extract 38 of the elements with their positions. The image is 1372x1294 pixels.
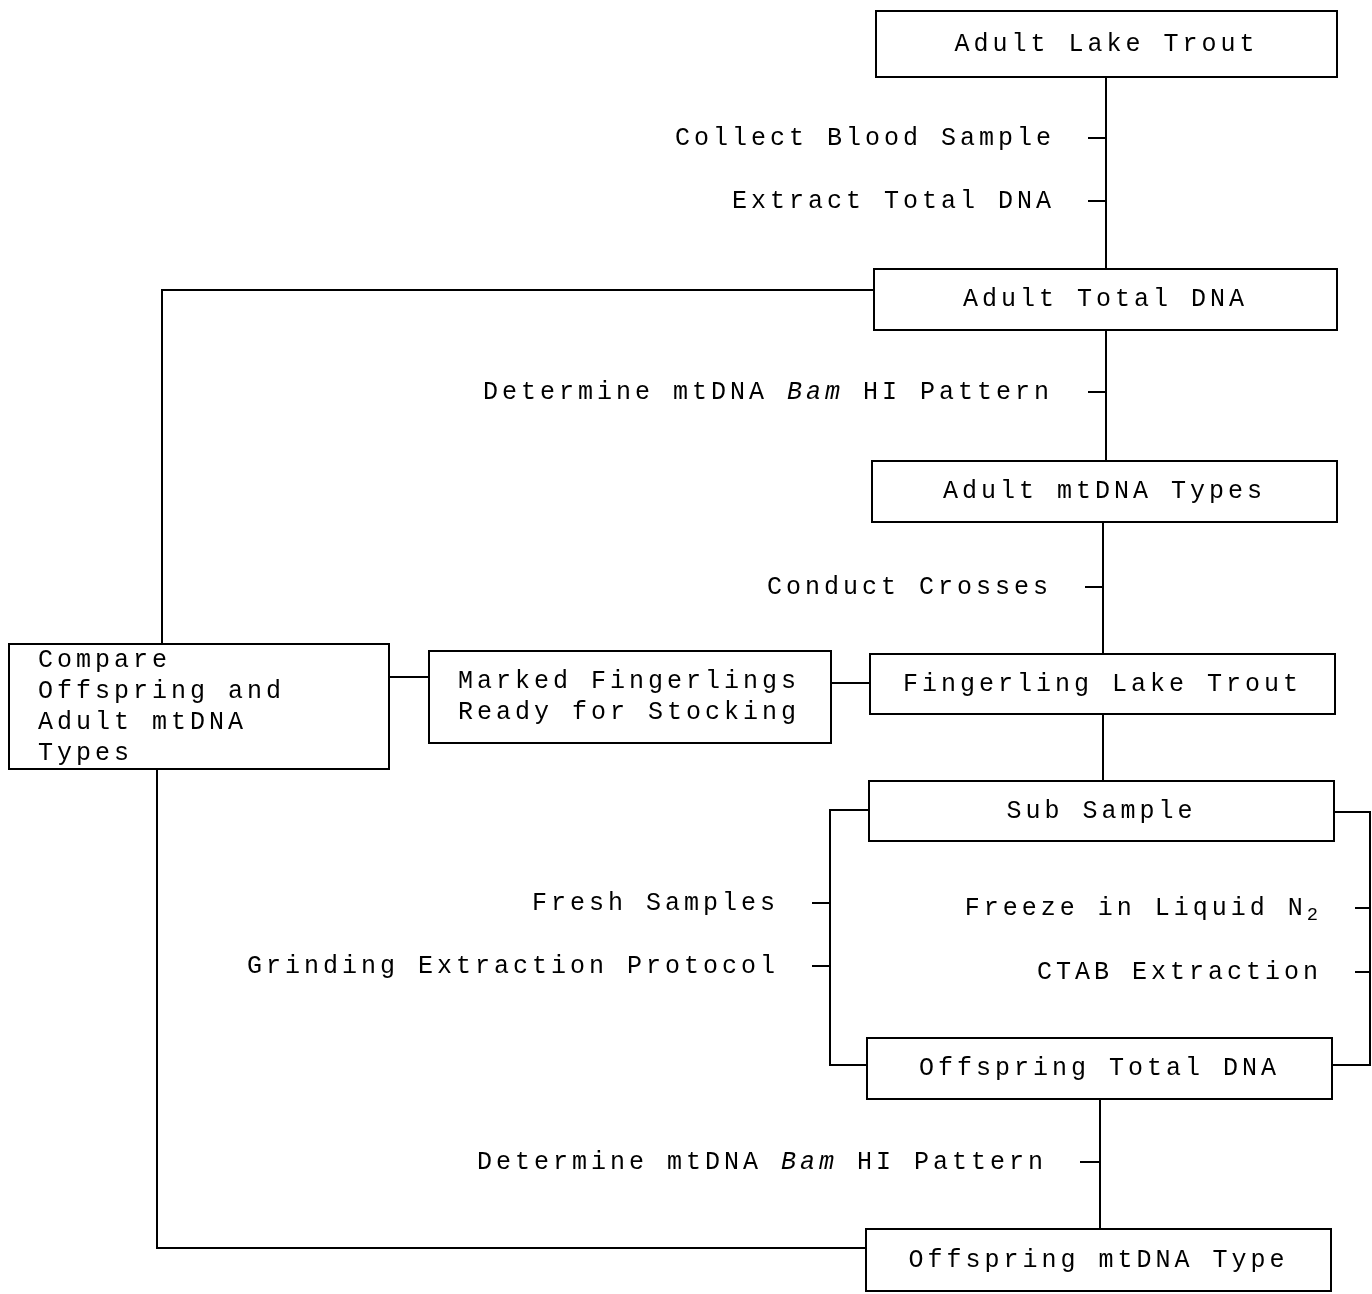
process-box [871, 460, 1338, 523]
process-box [868, 780, 1335, 842]
step-label: Grinding Extraction Protocol [246, 950, 779, 982]
box-label: Adult Lake Trout [954, 28, 1259, 60]
box-label: Adult mtDNA Types [942, 476, 1266, 507]
process-box [873, 268, 1338, 331]
process-box [428, 650, 832, 744]
step-label: Conduct Crosses [766, 571, 1052, 603]
box-label: Marked Fingerlings Ready for Stocking [458, 666, 802, 728]
connector-line [1332, 811, 1371, 1066]
step-label: Determine mtDNA Bam HI Pattern [476, 1146, 1047, 1178]
box-label: Adult Total DNA [962, 284, 1248, 315]
connector-line [1099, 1099, 1101, 1229]
process-box [8, 643, 390, 770]
process-box [865, 1228, 1332, 1292]
box-label: Fingerling Lake Trout [902, 668, 1303, 700]
connector-line [1105, 330, 1107, 461]
step-label: Collect Blood Sample [674, 122, 1055, 154]
box-label: Offspring Total DNA [918, 1053, 1280, 1084]
connector-line [161, 289, 874, 644]
process-box [866, 1037, 1333, 1100]
connector-line [1105, 77, 1107, 269]
process-box [875, 10, 1338, 78]
connector-line [156, 769, 866, 1249]
connector-line [1102, 714, 1104, 781]
process-box [869, 653, 1336, 715]
connector-line [389, 676, 429, 678]
step-label: Determine mtDNA Bam HI Pattern [482, 376, 1053, 408]
box-label: Offspring mtDNA Type [908, 1244, 1289, 1276]
step-label: Freeze in Liquid N$_{2}$ [964, 892, 1322, 924]
box-label: Compare Offspring and Adult mtDNA Types [38, 644, 287, 769]
step-label: Fresh Samples [531, 887, 779, 919]
step-label: Extract Total DNA [731, 185, 1055, 217]
connector-line [1102, 522, 1104, 654]
box-label: Sub Sample [1006, 795, 1197, 827]
connector-line [829, 809, 869, 1066]
step-label: CTAB Extraction [1036, 956, 1322, 988]
connector-line [831, 682, 870, 684]
